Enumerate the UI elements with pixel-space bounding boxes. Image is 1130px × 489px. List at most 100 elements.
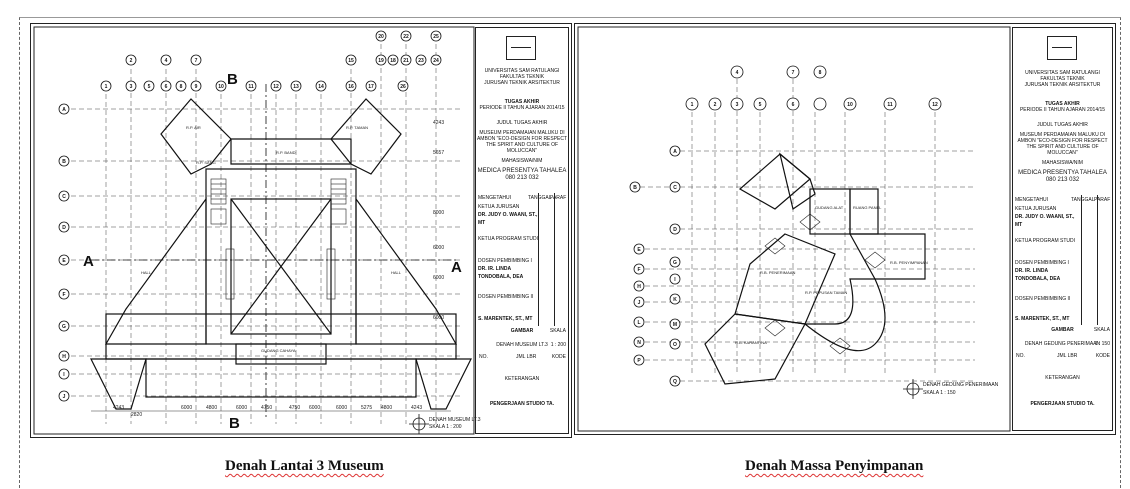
tb-notes-head: KETERANGAN: [504, 376, 540, 382]
tb-sheet-head: JML LBR: [1057, 353, 1078, 359]
tb-nim: 080 213 032: [1045, 177, 1080, 183]
grid-number: 11: [248, 84, 254, 90]
grid-letter: A: [673, 149, 677, 155]
grid-number: 25: [433, 34, 439, 40]
tb-sign-head: PARAF: [1094, 197, 1111, 203]
tb-dosen1: DOSEN PEMBIMBING I: [478, 258, 532, 264]
grid-number: 24: [433, 58, 439, 64]
grid-number: 1: [691, 102, 694, 108]
tb-student: MEDICA PRESENTYA TAHALEA: [1018, 170, 1107, 176]
svg-text:4800: 4800: [206, 405, 217, 411]
svg-text:6000: 6000: [309, 405, 320, 411]
tb-university: UNIVERSITAS SAM RATULANGI: [1025, 70, 1100, 76]
grid-letter: F: [637, 267, 640, 273]
section-marker-bottom: B: [229, 415, 240, 432]
tb-approve-head: MENGETAHUI: [1015, 197, 1048, 203]
tb-dosen1-name: DR. IR. LINDA TONDOBALA, DEA: [478, 266, 524, 280]
tb-course: TUGAS AKHIR: [504, 99, 540, 105]
svg-text:GUDANG CAHAYA: GUDANG CAHAYA: [261, 348, 296, 353]
svg-text:5657: 5657: [433, 150, 444, 156]
drawing-scale: SKALA 1 : 200: [429, 424, 462, 430]
grid-number: 13: [293, 84, 299, 90]
grid-number: 23: [418, 58, 424, 64]
drawing-scale: SKALA 1 : 150: [923, 390, 956, 396]
tb-student: MEDICA PRESENTYA TAHALEA: [477, 168, 567, 174]
grid-letter: Q: [673, 379, 677, 385]
svg-text:R.P. BAND: R.P. BAND: [276, 150, 296, 155]
grid-number: 8: [180, 84, 183, 90]
tb-kajur-name: DR. JUDY O. WAANI, ST., MT: [1015, 214, 1075, 228]
tb-date-head: TANGGAL: [528, 195, 552, 201]
grid-number: 7: [195, 58, 198, 64]
svg-text:8000: 8000: [433, 210, 444, 216]
tb-title-head: JUDUL TUGAS AKHIR: [1037, 122, 1088, 128]
svg-text:R.P. PEPUSAN TAMAN: R.P. PEPUSAN TAMAN: [805, 290, 847, 295]
grid-letter: D: [62, 225, 66, 231]
grid-number: 8: [819, 70, 822, 76]
grid-number: 2: [714, 102, 717, 108]
grid-number: 4: [165, 58, 168, 64]
tb-title: MUSEUM PERDAMAIAN MALUKU DI AMBON "ECO-D…: [476, 130, 568, 154]
tb-dosen1-name: DR. IR. LINDA TONDOBALA, DEA: [1015, 268, 1061, 282]
grid-number: 1: [105, 84, 108, 90]
tb-student-head: MAHASISWA/NIM: [1042, 160, 1083, 166]
svg-text:R.B. PENYIMPANAN: R.B. PENYIMPANAN: [890, 260, 928, 265]
grid-letter: P: [637, 358, 641, 364]
svg-text:R.P. SANG: R.P. SANG: [196, 160, 216, 165]
tb-scale-head: SKALA: [1093, 327, 1110, 333]
grid-letter: C: [673, 185, 677, 191]
tb-faculty: FAKULTAS TEKNIK: [1040, 76, 1085, 82]
svg-text:R.B. KARANTINA: R.B. KARANTINA: [735, 340, 767, 345]
svg-text:HALL: HALL: [141, 270, 152, 275]
tb-period: PERIODE II TAHUN AJARAN 2014/15: [1019, 107, 1106, 113]
tb-kajur-name: DR. JUDY O. WAANI, ST., MT: [478, 212, 538, 226]
tb-date-head: TANGGAL: [1071, 197, 1095, 203]
tb-dosen2-name: S. MARENTEK, ST., MT: [478, 316, 533, 322]
grid-letter: N: [637, 340, 641, 346]
tb-code-head: KODE: [551, 354, 566, 360]
grid-number: 12: [932, 102, 938, 108]
caption-right: Denah Massa Penyimpanan: [745, 458, 924, 474]
grid-number: 19: [378, 58, 384, 64]
tb-department: JURUSAN TEKNIK ARSITEKTUR: [1024, 82, 1101, 88]
grid-number: 3: [130, 84, 133, 90]
tb-dosen2-name: S. MARENTEK, ST., MT: [1015, 316, 1070, 322]
tb-faculty: FAKULTAS TEKNIK: [499, 74, 545, 80]
grid-number: 6: [792, 102, 795, 108]
tb-drawing: DENAH GEDUNG PENERIMAAN: [1024, 341, 1101, 347]
tb-drawing-scale: 1 : 200: [550, 342, 566, 348]
svg-text:2820: 2820: [131, 412, 142, 418]
svg-text:6000: 6000: [336, 405, 347, 411]
grid-number: 10: [847, 102, 853, 108]
section-marker-top: B: [227, 71, 238, 88]
tb-sheet-head: JML LBR: [516, 354, 537, 360]
tb-student-head: MAHASISWA/NIM: [501, 158, 543, 164]
section-marker-right: A: [451, 259, 462, 276]
caption-left: Denah Lantai 3 Museum: [225, 458, 384, 474]
tb-approve-head: MENGETAHUI: [478, 195, 511, 201]
grid-number: 9: [195, 84, 198, 90]
grid-letter: J: [638, 300, 641, 306]
svg-text:RUANG PANEL: RUANG PANEL: [853, 205, 882, 210]
svg-text:4750: 4750: [261, 405, 272, 411]
grid-letter: F: [62, 292, 65, 298]
grid-number: 2: [130, 58, 133, 64]
svg-text:6000: 6000: [433, 275, 444, 281]
grid-number: 15: [348, 58, 354, 64]
grid-number: 3: [736, 102, 739, 108]
document-page-frame: [19, 17, 1121, 488]
drawing-label: DENAH MUSEUM LT.3: [429, 417, 481, 423]
svg-text:4243: 4243: [113, 405, 124, 411]
university-logo: [506, 36, 536, 60]
grid-letter: I: [63, 372, 65, 378]
drawing-label: DENAH GEDUNG PENERIMAAN: [923, 382, 999, 388]
svg-text:6000: 6000: [433, 245, 444, 251]
grid-letter: H: [637, 284, 641, 290]
svg-text:R.P. AIR: R.P. AIR: [186, 125, 201, 130]
tb-course: TUGAS AKHIR: [1045, 101, 1080, 107]
svg-text:6000: 6000: [236, 405, 247, 411]
